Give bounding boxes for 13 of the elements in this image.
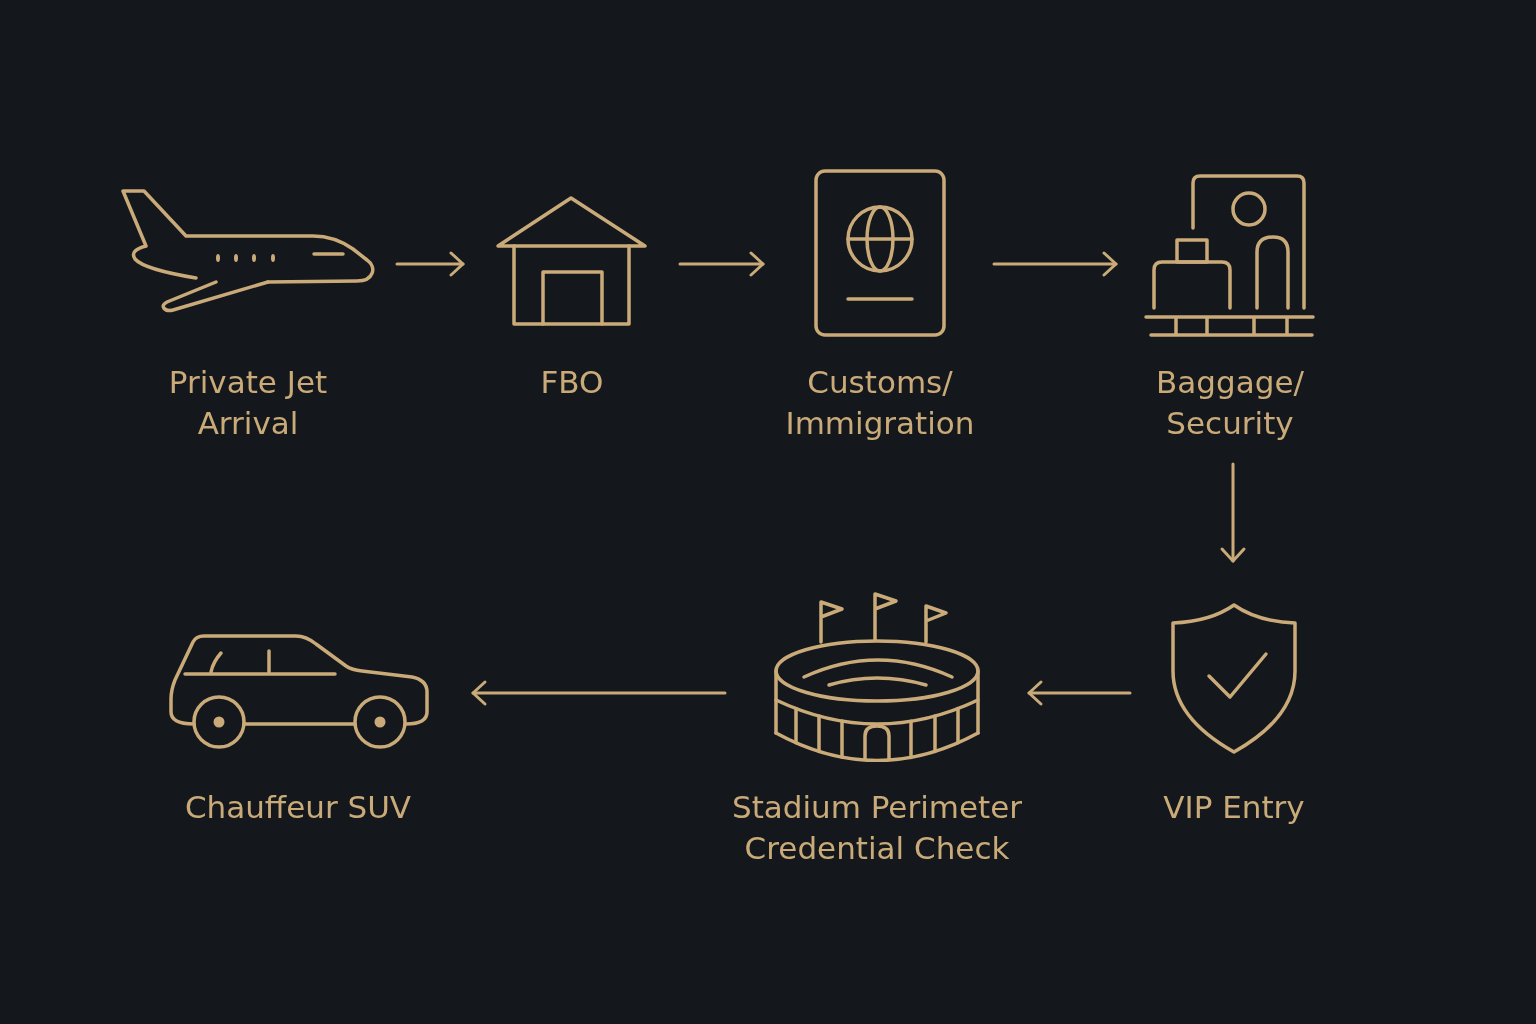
step-label: Chauffeur SUV xyxy=(183,788,413,827)
step-label: Customs/ Immigration xyxy=(784,363,976,443)
step-label: VIP Entry xyxy=(1162,788,1306,827)
arrow xyxy=(1220,462,1246,563)
arrow xyxy=(678,251,765,277)
step-label: Baggage/ Security xyxy=(1155,363,1305,443)
arrow xyxy=(992,251,1118,277)
step-label: Stadium Perimeter Credential Check xyxy=(730,788,1024,868)
arrow xyxy=(1027,680,1132,706)
step-label: Private Jet Arrival xyxy=(167,363,329,443)
arrow xyxy=(471,680,727,706)
step-label: FBO xyxy=(539,363,605,402)
arrow xyxy=(395,251,465,277)
